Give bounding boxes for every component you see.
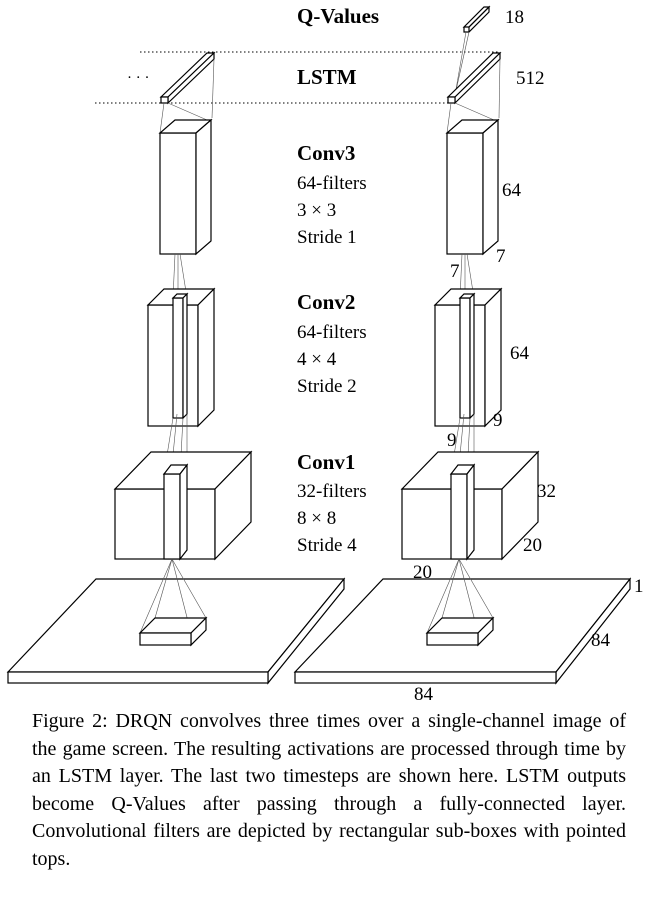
qvalues-title: Q-Values [297, 4, 379, 28]
lstm-plane [95, 51, 500, 104]
conv3-filters: 64-filters [297, 173, 367, 194]
conv3-width: 7 [450, 261, 460, 282]
conv2-kernel: 4 × 4 [297, 349, 337, 370]
lstm-size: 512 [516, 68, 545, 89]
input-width: 84 [414, 684, 434, 700]
input-filter-left [138, 616, 208, 647]
conv2-stride: Stride 2 [297, 376, 357, 397]
conv2-width: 9 [447, 430, 457, 451]
conv2-depth: 64 [510, 343, 530, 364]
conv3-stride: Stride 1 [297, 227, 357, 248]
input-height: 84 [591, 630, 611, 651]
conv2-filter-left [171, 292, 189, 420]
lstm-bar-right [446, 51, 502, 105]
conv2-filter-right [458, 292, 476, 420]
conv1-depth: 32 [537, 481, 556, 502]
conv3-kernel: 3 × 3 [297, 200, 336, 221]
drqn-architecture-diagram: · · · [6, 4, 644, 700]
figure-caption: Figure 2: DRQN convolves three times ove… [32, 710, 626, 870]
conv1-filters: 32-filters [297, 481, 367, 502]
conv3-box-left [158, 118, 213, 256]
lstm-to-qvalues-lines [454, 31, 470, 96]
lstm-ellipsis: · · · [127, 70, 150, 86]
lstm-title: LSTM [297, 65, 357, 89]
conv1-width: 20 [413, 562, 432, 583]
conv3-to-lstm-lines [159, 58, 501, 134]
conv2-height: 9 [493, 410, 503, 431]
conv1-filter-left [162, 463, 189, 561]
conv2-title: Conv2 [297, 290, 355, 314]
conv1-stride: Stride 4 [297, 535, 357, 556]
conv2-filters: 64-filters [297, 322, 367, 343]
conv3-depth: 64 [502, 180, 522, 201]
conv3-title: Conv3 [297, 141, 355, 165]
conv1-filter-right [449, 463, 476, 561]
conv3-box-right [445, 118, 500, 256]
qvalues-size: 18 [505, 7, 524, 28]
conv1-kernel: 8 × 8 [297, 508, 336, 529]
qvalues-box [462, 5, 491, 33]
input-filter-right [425, 616, 495, 647]
conv1-title: Conv1 [297, 450, 355, 474]
input-channels: 1 [634, 576, 644, 597]
lstm-bar-left [159, 51, 216, 105]
conv3-height: 7 [496, 246, 506, 267]
conv1-height: 20 [523, 535, 542, 556]
